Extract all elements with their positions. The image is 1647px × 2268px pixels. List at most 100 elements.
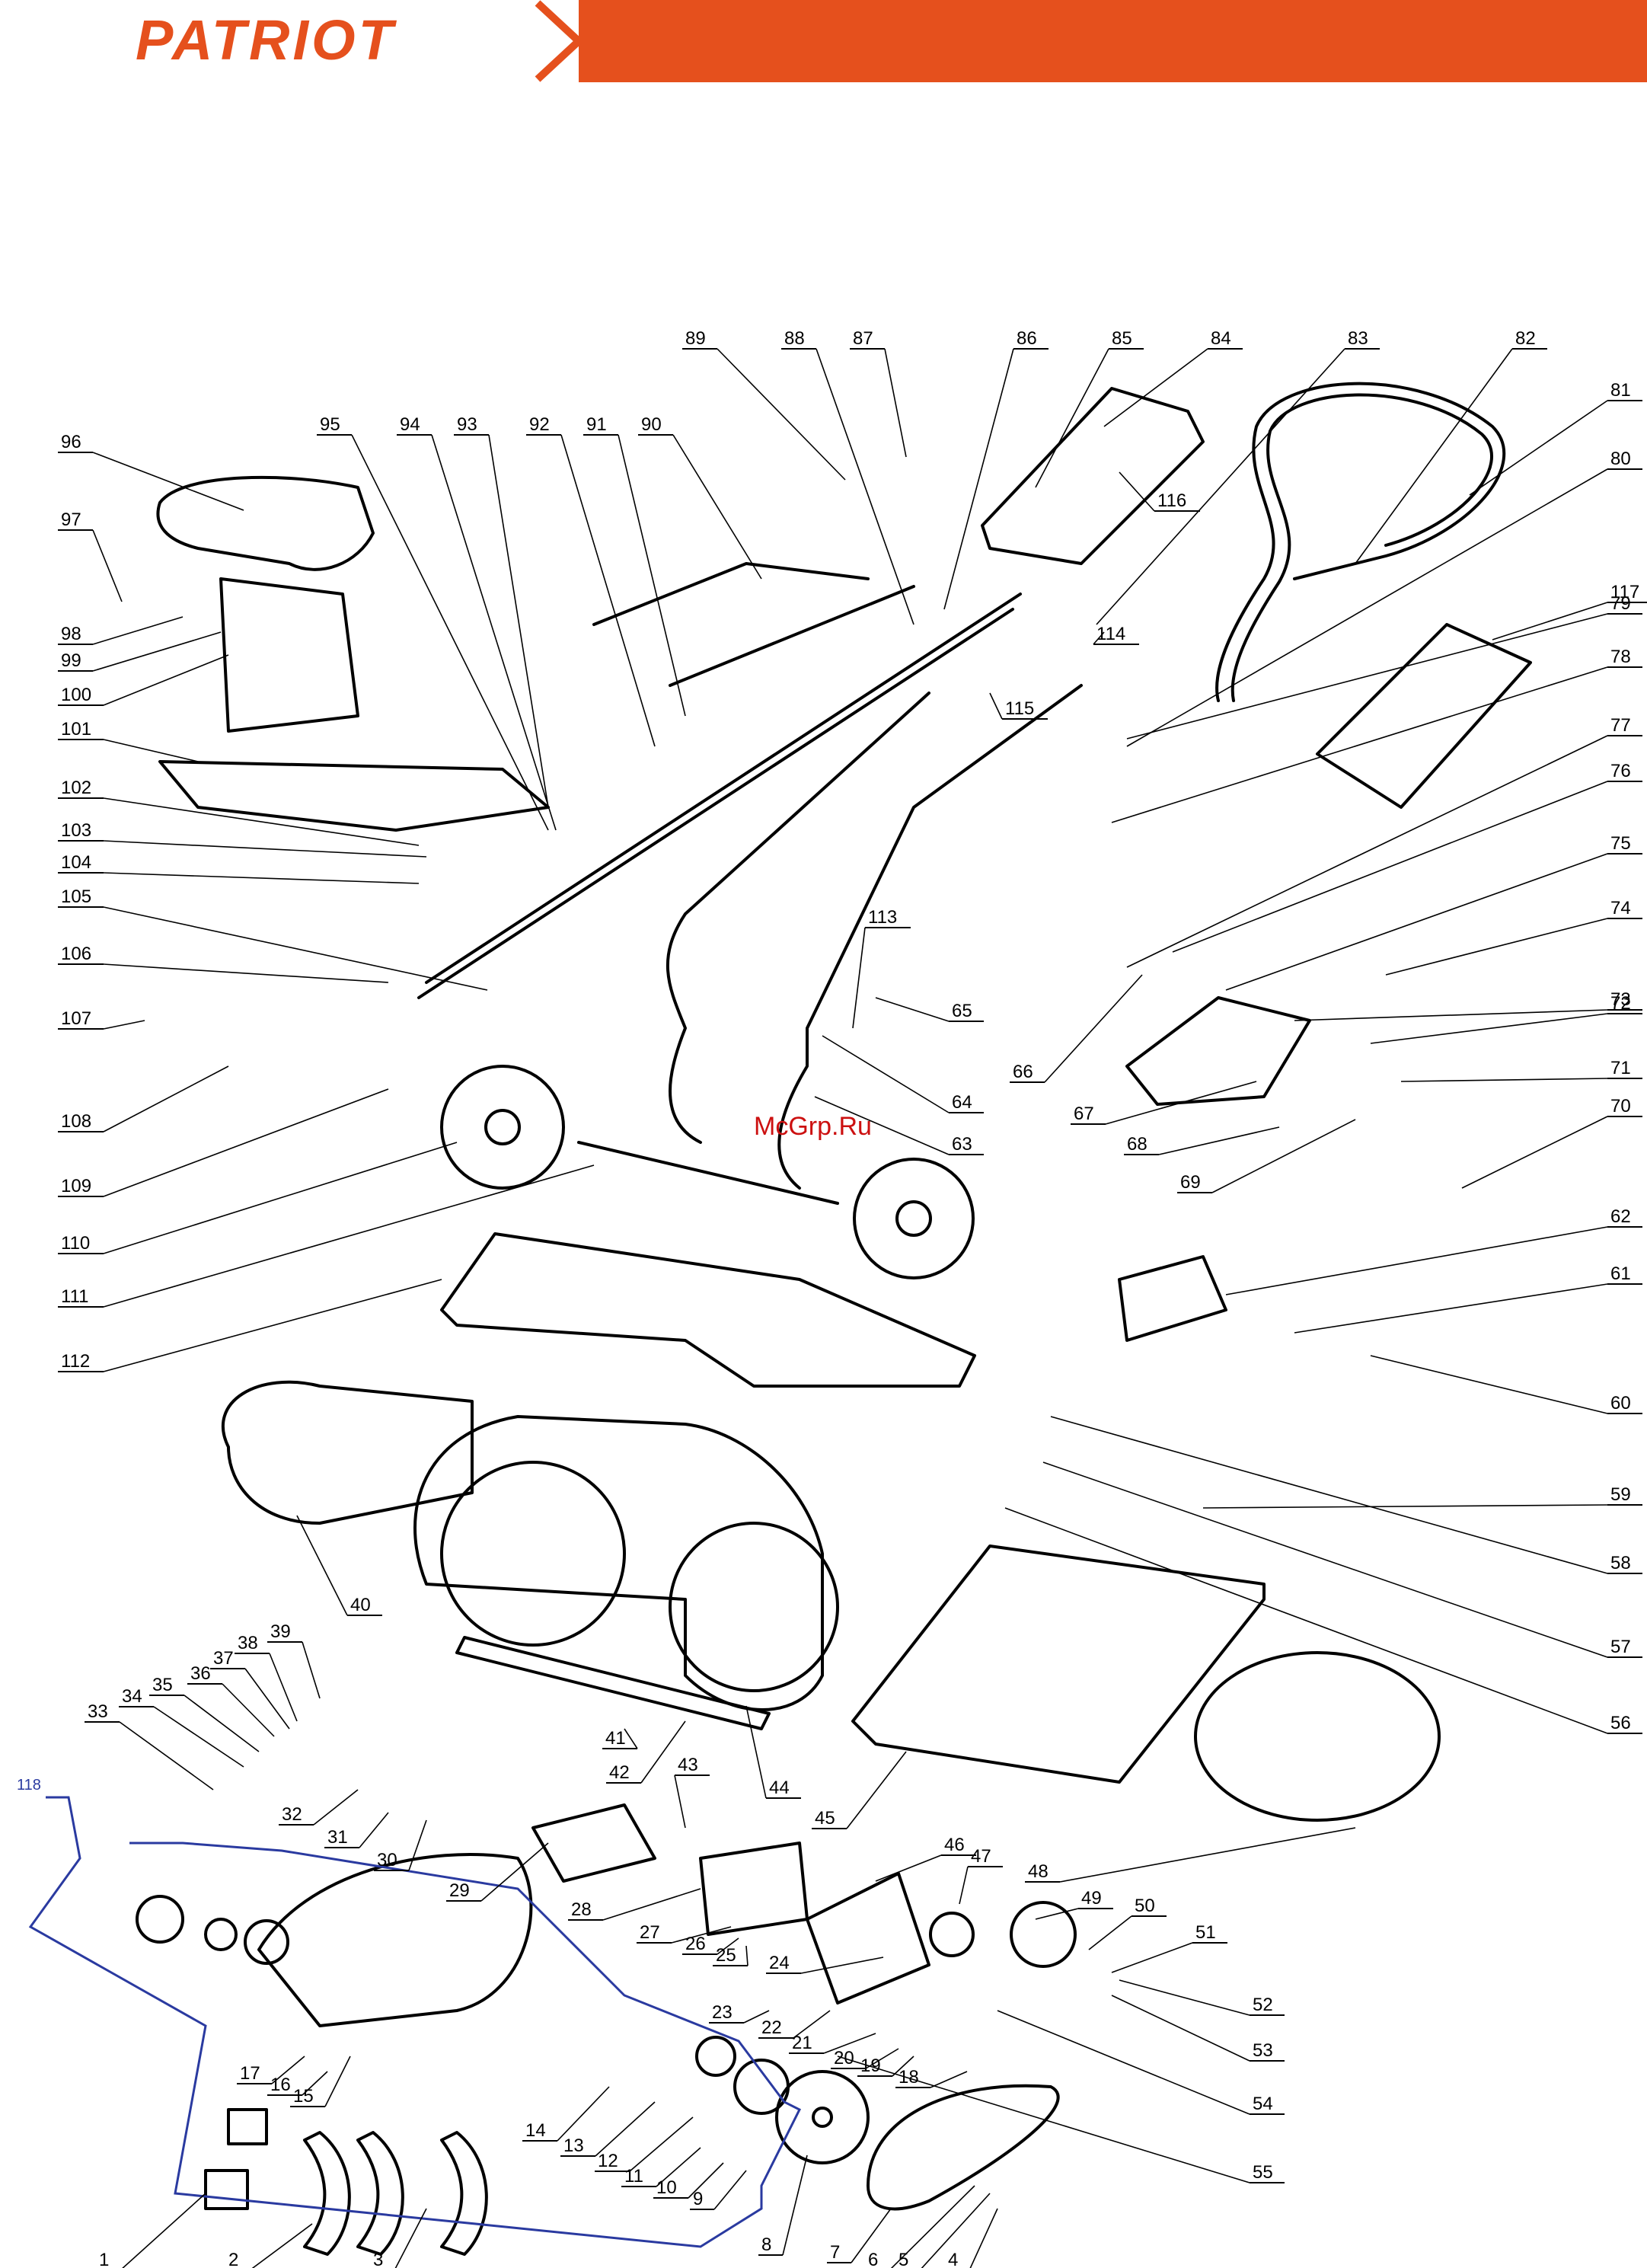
callout-number: 27 bbox=[640, 1922, 660, 1943]
callout-number: 53 bbox=[1253, 2040, 1273, 2061]
callout-number: 109 bbox=[61, 1176, 91, 1196]
callout-leader bbox=[1461, 1116, 1608, 1189]
callout-number: 32 bbox=[282, 1804, 302, 1825]
callout-leader bbox=[1126, 468, 1608, 747]
callout-leader bbox=[103, 1279, 442, 1372]
callout-leader bbox=[153, 1706, 244, 1768]
callout-leader bbox=[823, 2033, 876, 2054]
callout-leader bbox=[656, 2147, 701, 2187]
callout-number: 57 bbox=[1610, 1637, 1631, 1657]
callout-leader bbox=[892, 2056, 914, 2077]
callout-number: 98 bbox=[61, 624, 81, 644]
callout-number: 58 bbox=[1610, 1553, 1631, 1573]
callout-number: 9 bbox=[693, 2189, 703, 2209]
callout-number: 24 bbox=[769, 1953, 790, 1973]
callout-leader bbox=[1202, 1504, 1608, 1509]
callout-number: 47 bbox=[971, 1846, 991, 1867]
housing bbox=[413, 1415, 824, 1711]
side-plate-62 bbox=[1118, 1255, 1227, 1342]
callout-leader bbox=[1042, 1461, 1608, 1658]
callout-number: 113 bbox=[868, 907, 897, 928]
callout-leader bbox=[1355, 348, 1513, 564]
callout-leader bbox=[814, 1096, 950, 1155]
blade-44 bbox=[455, 1636, 771, 1730]
callout-number: 71 bbox=[1610, 1058, 1631, 1078]
callout-leader bbox=[269, 1653, 298, 1722]
watermark: McGrp.Ru bbox=[754, 1112, 872, 1141]
callout-number: 86 bbox=[1017, 328, 1037, 349]
callout-number: 94 bbox=[400, 414, 420, 435]
callout-leader bbox=[1158, 1126, 1280, 1155]
callout-leader bbox=[1093, 631, 1105, 645]
callout-number: 93 bbox=[457, 414, 477, 435]
callout-number: 95 bbox=[320, 414, 340, 435]
deck-45 bbox=[851, 1544, 1266, 1784]
callout-number: 91 bbox=[586, 414, 607, 435]
callout-leader bbox=[890, 2185, 975, 2268]
callout-leader bbox=[688, 2162, 724, 2199]
callout-leader bbox=[1103, 348, 1208, 427]
callout-leader bbox=[875, 997, 950, 1022]
callout-number: 61 bbox=[1610, 1263, 1631, 1284]
callout-number: 54 bbox=[1253, 2094, 1273, 2114]
callout-leader bbox=[745, 1945, 748, 1966]
callout-number: 34 bbox=[122, 1686, 142, 1707]
callout-leader bbox=[119, 1721, 214, 1790]
pulley-8 bbox=[775, 2070, 870, 2164]
callout-number: 39 bbox=[270, 1621, 291, 1642]
callout-leader bbox=[560, 434, 656, 747]
callout-number: 112 bbox=[61, 1351, 90, 1372]
gearbox-46 bbox=[806, 1872, 930, 2004]
callout-number: 25 bbox=[716, 1945, 736, 1966]
callout-leader bbox=[302, 1641, 321, 1699]
callout-number: 5 bbox=[899, 2250, 908, 2268]
callout-leader bbox=[1294, 1283, 1608, 1334]
callout-leader bbox=[1400, 1078, 1608, 1082]
callout-leader bbox=[557, 2086, 610, 2142]
callout-leader bbox=[1059, 1827, 1356, 1883]
callout-leader bbox=[251, 2223, 313, 2268]
callout-number: 100 bbox=[61, 685, 91, 705]
callout-leader bbox=[852, 927, 866, 1029]
callout-number: 88 bbox=[784, 328, 805, 349]
callout-leader bbox=[103, 797, 420, 846]
callout-leader bbox=[92, 631, 222, 672]
callout-number: 37 bbox=[213, 1648, 234, 1669]
callout-number: 105 bbox=[61, 886, 91, 907]
callout-leader bbox=[184, 1695, 260, 1752]
callout-leader bbox=[822, 1035, 950, 1113]
callout-number: 55 bbox=[1253, 2162, 1273, 2183]
callout-leader bbox=[595, 2101, 656, 2157]
callout-number: 36 bbox=[190, 1663, 211, 1684]
chute-100 bbox=[219, 577, 359, 733]
callout-leader bbox=[837, 2056, 1250, 2183]
callout-number: 117 bbox=[1610, 582, 1639, 602]
callout-leader bbox=[1492, 602, 1608, 640]
callout-number: 13 bbox=[563, 2135, 584, 2156]
callout-leader bbox=[1385, 918, 1608, 976]
callout-leader bbox=[1035, 1908, 1079, 1920]
callout-number: 16 bbox=[270, 2075, 291, 2095]
callout-leader bbox=[800, 1957, 884, 1974]
callout-leader bbox=[1370, 1355, 1608, 1414]
callout-number: 97 bbox=[61, 510, 81, 530]
callout-number: 10 bbox=[656, 2177, 677, 2198]
callout-number: 1 bbox=[99, 2250, 109, 2268]
callout-leader bbox=[816, 348, 914, 625]
callout-number: 99 bbox=[61, 650, 81, 671]
callout-leader bbox=[989, 692, 1003, 720]
callout-number: 26 bbox=[685, 1934, 706, 1954]
callout-number: 68 bbox=[1127, 1134, 1147, 1155]
callout-number: 115 bbox=[1005, 698, 1034, 719]
callout-leader bbox=[745, 1705, 767, 1799]
callout-number: 30 bbox=[377, 1850, 397, 1870]
body-cover-112 bbox=[440, 1232, 976, 1388]
callout-leader bbox=[480, 1842, 549, 1902]
callout-leader bbox=[103, 654, 229, 706]
upper-handle bbox=[1215, 382, 1506, 702]
callout-leader bbox=[1469, 400, 1608, 496]
callout-leader bbox=[1111, 666, 1608, 823]
callout-leader bbox=[1126, 735, 1608, 968]
callout-leader bbox=[930, 2071, 968, 2088]
